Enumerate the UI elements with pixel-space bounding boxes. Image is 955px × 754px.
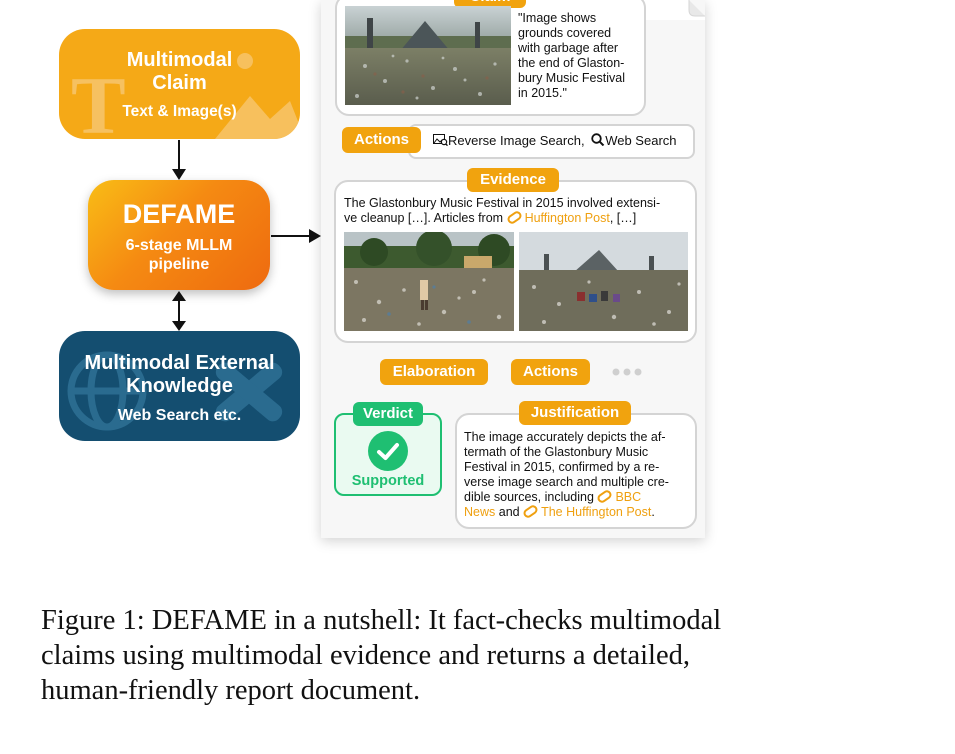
claim-quote-line: with garbage after (518, 41, 619, 55)
justification-line: termath of the Glastonbury Music (464, 445, 649, 459)
defame-title: DEFAME (122, 199, 236, 229)
actions-card (408, 124, 695, 159)
more-ellipsis-icon (612, 368, 642, 376)
evidence-photo-1 (344, 232, 514, 331)
actions-list: Reverse Image Search, Web Search (433, 133, 693, 148)
defame-subtitle-line2: pipeline (148, 256, 210, 273)
justification-text: The image accurately depicts the af- ter… (464, 430, 690, 520)
arrow-up-icon (172, 291, 186, 301)
claim-subtitle: Text & Image(s) (122, 103, 237, 120)
bbc-news-link-part2[interactable]: News (464, 505, 496, 519)
evidence-text: The Glastonbury Music Festival in 2015 i… (344, 196, 689, 226)
claim-title-line2: Claim (152, 72, 207, 94)
caption-line: claims using multimodal evidence and ret… (41, 640, 690, 671)
evidence-line: The Glastonbury Music Festival in 2015 i… (344, 196, 661, 210)
web-search-label: Web Search (605, 133, 677, 148)
link-icon (521, 503, 540, 520)
link-icon (596, 488, 614, 505)
check-icon (368, 431, 408, 471)
arrow-right-icon (309, 229, 321, 243)
defame-subtitle-line1: 6-stage MLLM (125, 237, 233, 254)
reverse-image-search-label: Reverse Image Search, (448, 133, 585, 148)
huffington-post-link[interactable]: Huffington Post (524, 211, 610, 225)
claim-quote: "Image shows grounds covered with garbag… (518, 11, 640, 101)
claim-tag: Claim (454, 0, 526, 8)
evidence-photo-2 (519, 232, 688, 331)
actions-tag: Actions (342, 127, 421, 153)
claim-quote-line: "Image shows (518, 11, 597, 25)
claim-quote-line: bury Music Festival (518, 71, 625, 85)
search-icon (591, 133, 605, 147)
caption-line: Figure 1: DEFAME in a nutshell: It fact-… (41, 605, 722, 636)
reverse-image-search-icon (433, 134, 448, 147)
festival-photo (345, 6, 511, 105)
huffington-post-link-2[interactable]: The Huffington Post (541, 505, 652, 519)
actions-step-tag: Actions (511, 359, 590, 385)
evidence-line-2: ve cleanup […]. Articles from Huffington… (344, 209, 689, 226)
justification-tag: Justification (519, 401, 631, 425)
claim-title-line1: Multimodal (126, 49, 233, 71)
justification-line-5-text: dible sources, including (464, 490, 594, 504)
elaboration-tag: Elaboration (380, 359, 488, 385)
arrow-claim-to-defame (178, 140, 180, 172)
knowledge-subtitle: Web Search etc. (117, 407, 242, 424)
link-icon (505, 209, 523, 226)
svg-text:T: T (71, 60, 126, 139)
caption-line: human-friendly report document. (41, 675, 421, 706)
evidence-tag: Evidence (467, 168, 559, 192)
justification-end: . (651, 505, 655, 519)
claim-box: T Multimodal Claim Text & Image(s) (59, 29, 300, 139)
evidence-line-2-text: ve cleanup […]. Articles from (344, 211, 504, 225)
knowledge-title-line1: Multimodal External (84, 352, 275, 374)
justification-line-6: News and The Huffington Post. (464, 503, 690, 520)
verdict-value: Supported (351, 473, 425, 489)
arrow-defame-to-doc (271, 235, 313, 237)
claim-quote-line: in 2015." (518, 86, 567, 100)
arrow-defame-knowledge (178, 298, 180, 323)
defame-box: DEFAME 6-stage MLLM pipeline (88, 180, 270, 290)
justification-line: Festival in 2015, confirmed by a re- (464, 460, 660, 474)
figure-caption: Figure 1: DEFAME in a nutshell: It fact-… (41, 603, 761, 708)
justification-and: and (498, 505, 520, 519)
justification-line: verse image search and multiple cre- (464, 475, 669, 489)
bbc-news-link-part1[interactable]: BBC (615, 490, 642, 504)
claim-quote-line: grounds covered (518, 26, 612, 40)
globe-wrench-icon (67, 351, 283, 431)
justification-line: The image accurately depicts the af- (464, 430, 666, 444)
evidence-line-2-end: , […] (609, 211, 637, 225)
knowledge-title-line2: Knowledge (126, 375, 233, 397)
justification-line-5: dible sources, including BBC (464, 488, 690, 505)
knowledge-box: Multimodal External Knowledge Web Search… (59, 331, 300, 441)
arrow-down-icon (172, 321, 186, 331)
claim-quote-line: the end of Glaston- (518, 56, 625, 70)
text-image-icon: T (71, 53, 300, 139)
verdict-tag: Verdict (353, 402, 423, 426)
arrow-down-icon (172, 169, 186, 180)
